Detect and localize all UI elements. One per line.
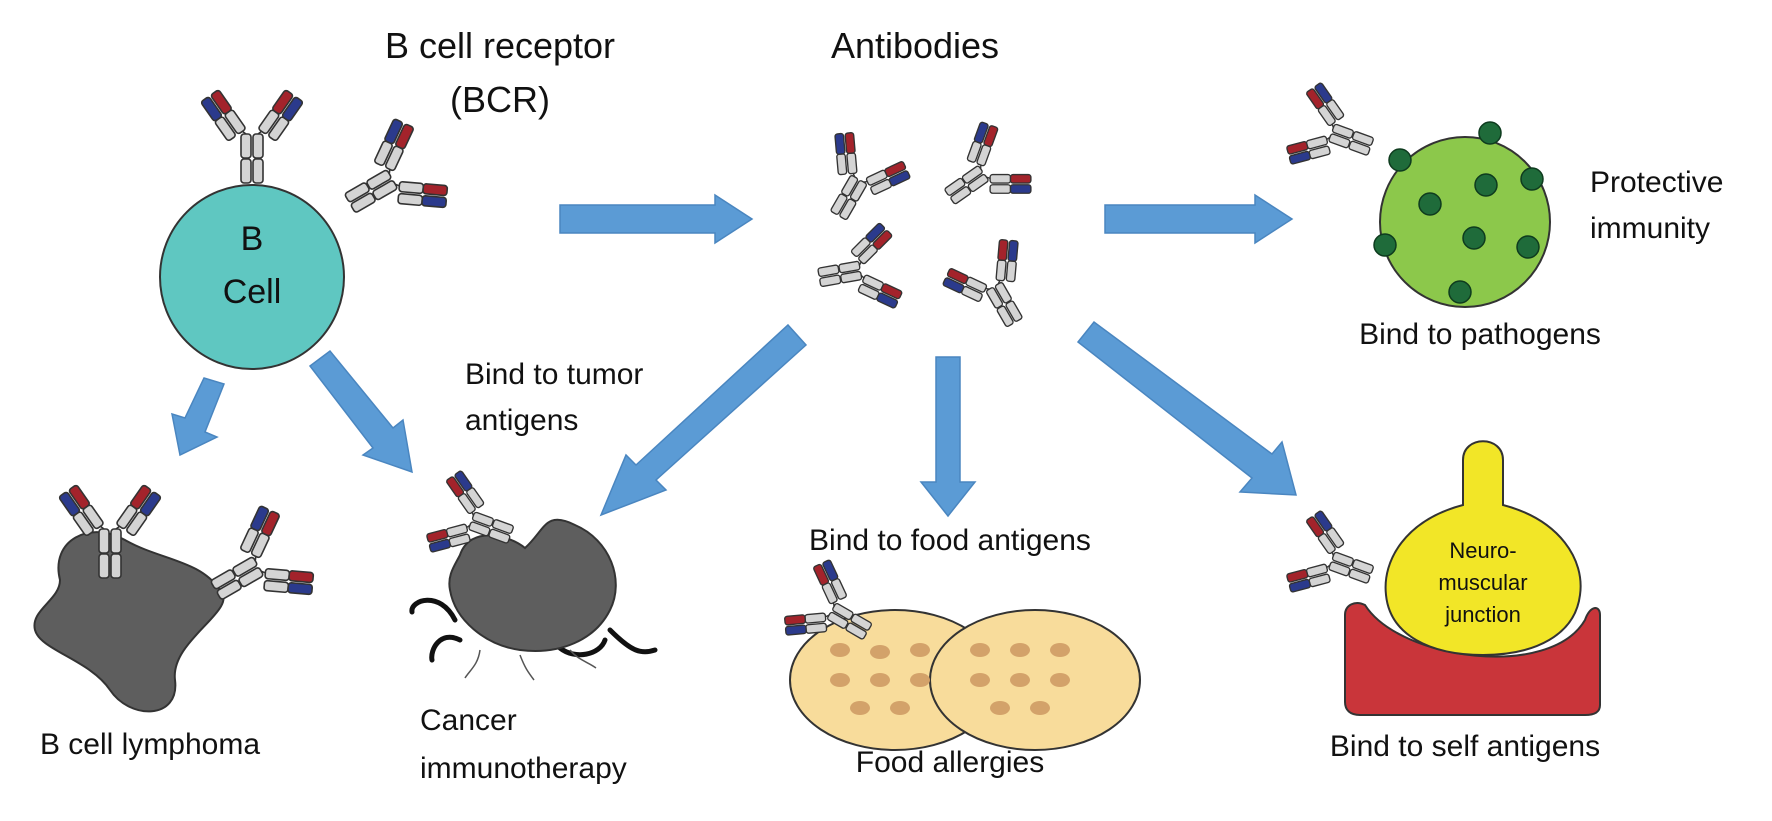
pathogen-antigens <box>1373 121 1544 304</box>
free-antibody-3 <box>811 219 906 322</box>
arrow-bcell-to-lymphoma <box>171 377 225 457</box>
b-cell <box>159 184 345 370</box>
pathogen-cell <box>1379 136 1551 308</box>
nmj-bound-antibody <box>1280 505 1387 617</box>
arrow-antibodies-to-food <box>919 356 977 518</box>
tumor-antigens-line1: Bind to tumor <box>465 358 643 391</box>
cancer-immunotherapy-line1: Cancer <box>420 704 517 737</box>
tumor-group <box>409 465 658 681</box>
bcr-antibody-top <box>199 88 305 184</box>
food-allergies-label: Food allergies <box>856 746 1044 779</box>
nmj-label-line3: junction <box>1444 602 1521 627</box>
bcr-antibody-right <box>323 111 458 249</box>
lymphoma-group <box>33 483 324 713</box>
food-particle-right <box>929 609 1141 751</box>
antibody-cluster <box>799 114 1054 346</box>
bind-self-label: Bind to self antigens <box>1330 730 1600 763</box>
free-antibody-2 <box>923 114 1041 234</box>
bcr-title-line1: B cell receptor <box>385 25 615 66</box>
free-antibody-1 <box>799 124 917 239</box>
b-cell-label-line2: Cell <box>223 273 282 311</box>
cancer-immunotherapy-line2: immunotherapy <box>420 752 627 785</box>
tumor-antigens-line2: antigens <box>465 404 578 437</box>
arrow-antibodies-to-pathogens <box>1104 193 1294 245</box>
b-cell-label-line1: B <box>241 220 264 258</box>
nmj-label-line1: Neuro- <box>1449 538 1516 563</box>
protective-immunity-line2: immunity <box>1590 212 1710 245</box>
nerve-terminal <box>1384 440 1582 657</box>
tumor-whiskers <box>464 649 597 681</box>
arrow-bcr-to-antibodies <box>559 193 754 245</box>
muscle-cell <box>1344 602 1601 716</box>
protective-immunity-line1: Protective <box>1590 166 1723 199</box>
nmj-label-line2: muscular <box>1438 570 1527 595</box>
b-cell-group: B Cell <box>159 88 458 370</box>
arrow-antibodies-to-self <box>1076 320 1297 496</box>
antibodies-title: Antibodies <box>831 25 999 66</box>
arrow-antibodies-to-cancer <box>599 323 808 517</box>
food-group <box>776 553 1141 751</box>
pathogen-bound-antibody <box>1280 77 1387 189</box>
bcr-title-line2: (BCR) <box>450 79 550 120</box>
arrows <box>171 193 1297 518</box>
bind-food-label: Bind to food antigens <box>809 524 1091 557</box>
pathogen-group <box>1280 77 1551 308</box>
lymphoma-cell <box>33 531 225 713</box>
free-antibody-4 <box>936 231 1054 346</box>
tumor-cell-tails <box>409 597 658 663</box>
nmj-group: Neuro- muscular junction <box>1280 440 1601 716</box>
food-antigen-dots <box>830 643 1070 715</box>
bind-pathogens-label: Bind to pathogens <box>1359 318 1601 351</box>
tumor-cell <box>448 518 617 652</box>
arrow-bcell-to-cancer <box>308 349 413 474</box>
lymphoma-label: B cell lymphoma <box>40 728 260 761</box>
